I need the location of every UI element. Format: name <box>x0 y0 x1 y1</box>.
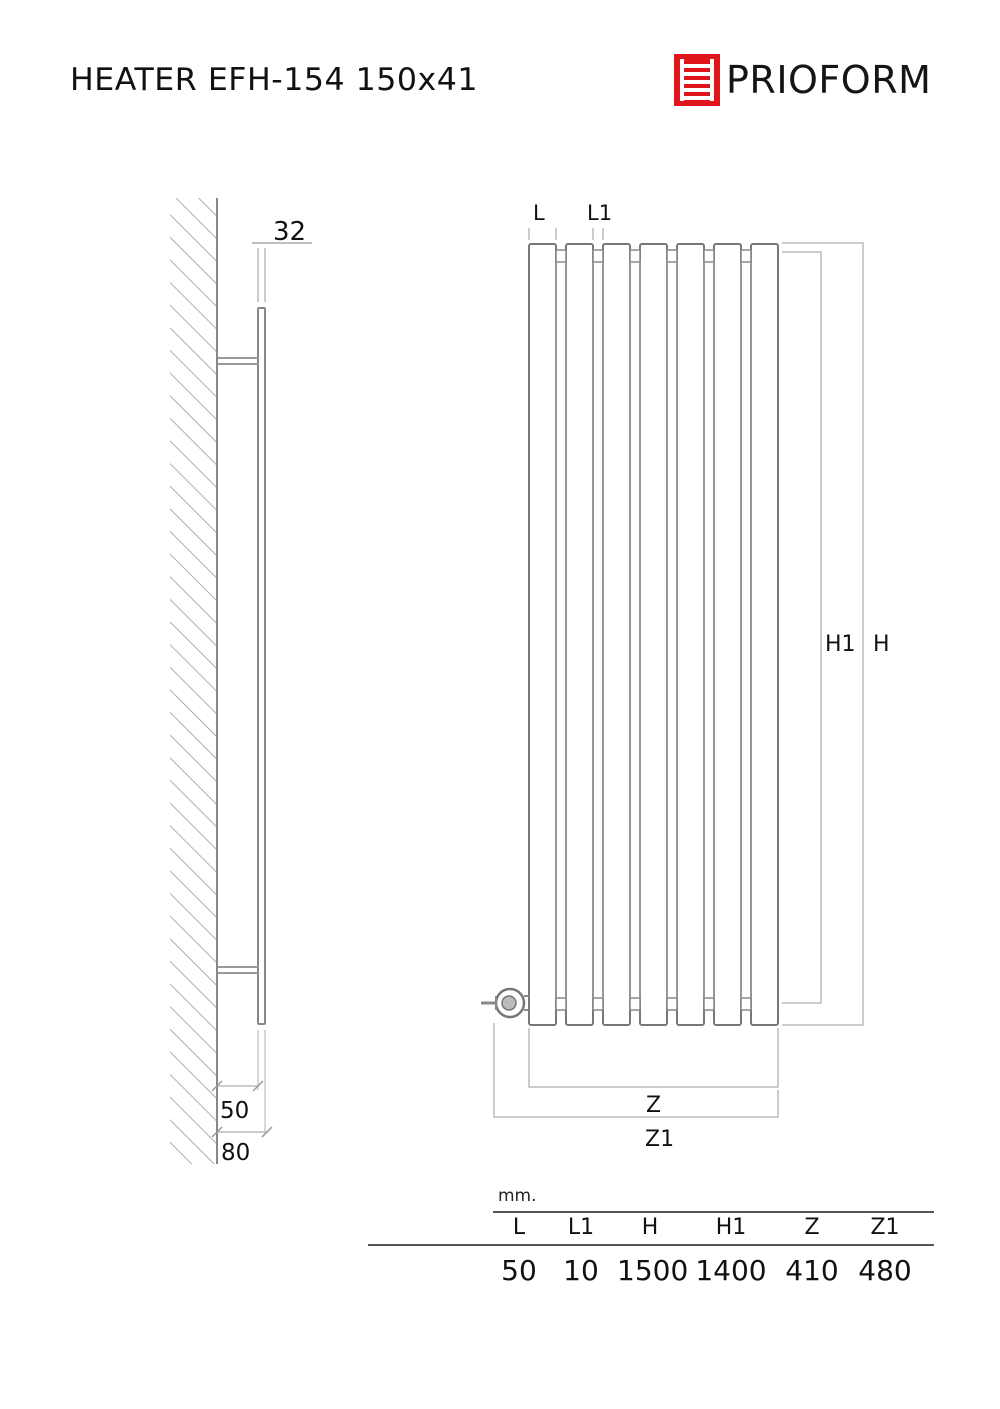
radiator-section <box>676 243 705 1026</box>
label-Z1: Z1 <box>645 1127 674 1152</box>
product-title: HEATER EFH-154 150x41 <box>70 62 479 98</box>
wall-hatch <box>170 198 217 1164</box>
dim-32: 32 <box>273 217 306 247</box>
col-Z: Z <box>804 1215 820 1240</box>
col-L: L <box>512 1215 526 1240</box>
val-H1: 1400 <box>695 1254 767 1287</box>
ladder-logo-icon <box>674 54 720 106</box>
front-view <box>481 228 864 1118</box>
side-view <box>170 198 312 1164</box>
radiator-section <box>528 243 557 1026</box>
spec-values-row: 50 10 1500 1400 410 480 <box>493 1254 934 1287</box>
radiator-section <box>713 243 742 1026</box>
spec-header-row: L L1 H H1 Z Z1 <box>493 1215 934 1240</box>
label-H: H <box>873 632 890 657</box>
divider <box>493 1211 934 1213</box>
radiator-section <box>750 243 779 1026</box>
val-L: 50 <box>501 1254 537 1287</box>
units-label: mm. <box>498 1186 537 1206</box>
radiator-section <box>565 243 594 1026</box>
brand-logo: PRIOFORM <box>674 54 931 106</box>
label-Z: Z <box>646 1093 661 1118</box>
val-L1: 10 <box>563 1254 599 1287</box>
col-H1: H1 <box>715 1215 747 1240</box>
label-L: L <box>533 201 545 225</box>
val-Z1: 480 <box>858 1254 912 1287</box>
brand-name: PRIOFORM <box>726 58 932 102</box>
val-H: 1500 <box>617 1254 689 1287</box>
label-H1: H1 <box>825 632 856 657</box>
dim-50: 50 <box>220 1098 249 1124</box>
radiator-section <box>639 243 668 1026</box>
label-L1: L1 <box>587 201 612 225</box>
divider <box>368 1244 934 1246</box>
val-Z: 410 <box>785 1254 839 1287</box>
heating-element-plug-icon <box>481 987 529 1019</box>
radiator-section <box>602 243 631 1026</box>
col-Z1: Z1 <box>870 1215 900 1240</box>
dim-80: 80 <box>221 1140 250 1166</box>
side-panel <box>257 307 266 1025</box>
col-L1: L1 <box>567 1215 595 1240</box>
col-H: H <box>641 1215 659 1240</box>
